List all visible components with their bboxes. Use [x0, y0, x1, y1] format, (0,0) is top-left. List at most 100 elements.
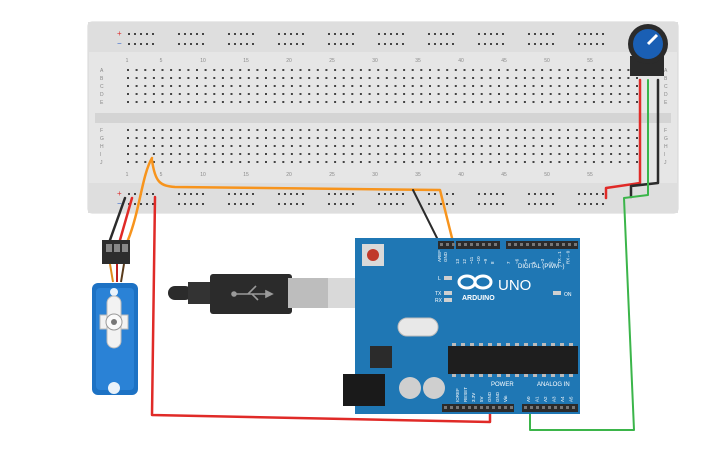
breadboard-hole[interactable] [325, 161, 328, 163]
breadboard-hole[interactable] [316, 129, 319, 131]
breadboard-hole[interactable] [636, 77, 638, 79]
breadboard-hole[interactable] [549, 85, 552, 87]
breadboard-hole[interactable] [394, 93, 397, 95]
servo-icon[interactable] [99, 295, 129, 349]
breadboard-hole[interactable] [161, 145, 164, 147]
breadboard-hole[interactable] [592, 145, 595, 147]
rail-hole[interactable] [428, 193, 430, 195]
rail-hole[interactable] [440, 203, 442, 205]
breadboard-hole[interactable] [394, 129, 397, 131]
breadboard-hole[interactable] [213, 77, 216, 79]
breadboard-hole[interactable] [299, 153, 302, 155]
breadboard-hole[interactable] [282, 145, 285, 147]
rail-hole[interactable] [478, 203, 480, 205]
rail-hole[interactable] [484, 33, 486, 35]
rail-hole[interactable] [134, 43, 136, 45]
rail-hole[interactable] [328, 203, 330, 205]
rail-hole[interactable] [552, 43, 554, 45]
breadboard-hole[interactable] [480, 153, 483, 155]
breadboard-hole[interactable] [316, 153, 319, 155]
breadboard-hole[interactable] [152, 85, 155, 87]
breadboard-hole[interactable] [498, 101, 500, 103]
breadboard-hole[interactable] [351, 137, 354, 139]
breadboard-hole[interactable] [247, 161, 250, 163]
rail-hole[interactable] [296, 193, 298, 195]
breadboard-hole[interactable] [290, 145, 293, 147]
breadboard-hole[interactable] [282, 93, 285, 95]
breadboard-hole[interactable] [523, 153, 526, 155]
breadboard-hole[interactable] [627, 137, 630, 139]
breadboard-hole[interactable] [196, 77, 198, 79]
breadboard-hole[interactable] [359, 101, 362, 103]
breadboard-hole[interactable] [489, 101, 492, 103]
breadboard-hole[interactable] [575, 161, 578, 163]
breadboard-hole[interactable] [454, 85, 457, 87]
breadboard-hole[interactable] [549, 93, 552, 95]
breadboard-hole[interactable] [532, 161, 535, 163]
rail-hole[interactable] [428, 203, 430, 205]
rail-hole[interactable] [290, 193, 292, 195]
breadboard-hole[interactable] [480, 137, 483, 139]
rail-hole[interactable] [502, 193, 504, 195]
breadboard-hole[interactable] [342, 93, 345, 95]
breadboard-hole[interactable] [359, 137, 362, 139]
breadboard-hole[interactable] [265, 137, 267, 139]
breadboard-hole[interactable] [351, 69, 354, 71]
breadboard-hole[interactable] [523, 101, 526, 103]
breadboard-hole[interactable] [152, 93, 155, 95]
breadboard-hole[interactable] [463, 129, 466, 131]
header-hole[interactable] [440, 243, 443, 246]
breadboard-hole[interactable] [204, 129, 207, 131]
breadboard-hole[interactable] [351, 153, 354, 155]
breadboard-hole[interactable] [359, 153, 362, 155]
rail-hole[interactable] [228, 33, 230, 35]
breadboard-hole[interactable] [239, 85, 242, 87]
breadboard-hole[interactable] [178, 129, 181, 131]
breadboard-hole[interactable] [515, 137, 518, 139]
breadboard-hole[interactable] [256, 101, 259, 103]
breadboard-hole[interactable] [610, 101, 613, 103]
rail-hole[interactable] [434, 33, 436, 35]
breadboard-hole[interactable] [618, 77, 621, 79]
breadboard-hole[interactable] [403, 161, 406, 163]
breadboard-hole[interactable] [394, 161, 397, 163]
rail-hole[interactable] [234, 193, 236, 195]
rail-hole[interactable] [240, 193, 242, 195]
breadboard-hole[interactable] [325, 145, 328, 147]
breadboard-hole[interactable] [282, 161, 285, 163]
breadboard-hole[interactable] [403, 145, 406, 147]
breadboard-hole[interactable] [515, 77, 518, 79]
breadboard-hole[interactable] [299, 85, 302, 87]
rail-hole[interactable] [240, 43, 242, 45]
rail-hole[interactable] [428, 33, 430, 35]
breadboard-hole[interactable] [316, 101, 319, 103]
rail-hole[interactable] [534, 33, 536, 35]
breadboard-hole[interactable] [541, 161, 544, 163]
breadboard-hole[interactable] [498, 161, 500, 163]
breadboard-hole[interactable] [204, 145, 207, 147]
breadboard-hole[interactable] [437, 161, 440, 163]
breadboard-hole[interactable] [506, 101, 509, 103]
breadboard-hole[interactable] [601, 85, 604, 87]
breadboard-hole[interactable] [308, 137, 311, 139]
breadboard-hole[interactable] [411, 77, 414, 79]
breadboard-hole[interactable] [385, 145, 388, 147]
rail-hole[interactable] [490, 203, 492, 205]
breadboard-hole[interactable] [558, 161, 561, 163]
rail-hole[interactable] [428, 43, 430, 45]
breadboard-hole[interactable] [221, 101, 224, 103]
breadboard-hole[interactable] [368, 85, 371, 87]
header-holes[interactable] [440, 243, 577, 409]
breadboard-hole[interactable] [446, 153, 449, 155]
breadboard-hole[interactable] [523, 137, 526, 139]
rail-hole[interactable] [552, 33, 554, 35]
breadboard-hole[interactable] [187, 93, 190, 95]
breadboard-hole[interactable] [498, 129, 500, 131]
breadboard-hole[interactable] [463, 153, 466, 155]
rail-hole[interactable] [178, 33, 180, 35]
rail-hole[interactable] [384, 43, 386, 45]
breadboard-hole[interactable] [239, 145, 242, 147]
breadboard-hole[interactable] [247, 69, 250, 71]
breadboard-hole[interactable] [282, 69, 285, 71]
breadboard-hole[interactable] [446, 77, 449, 79]
